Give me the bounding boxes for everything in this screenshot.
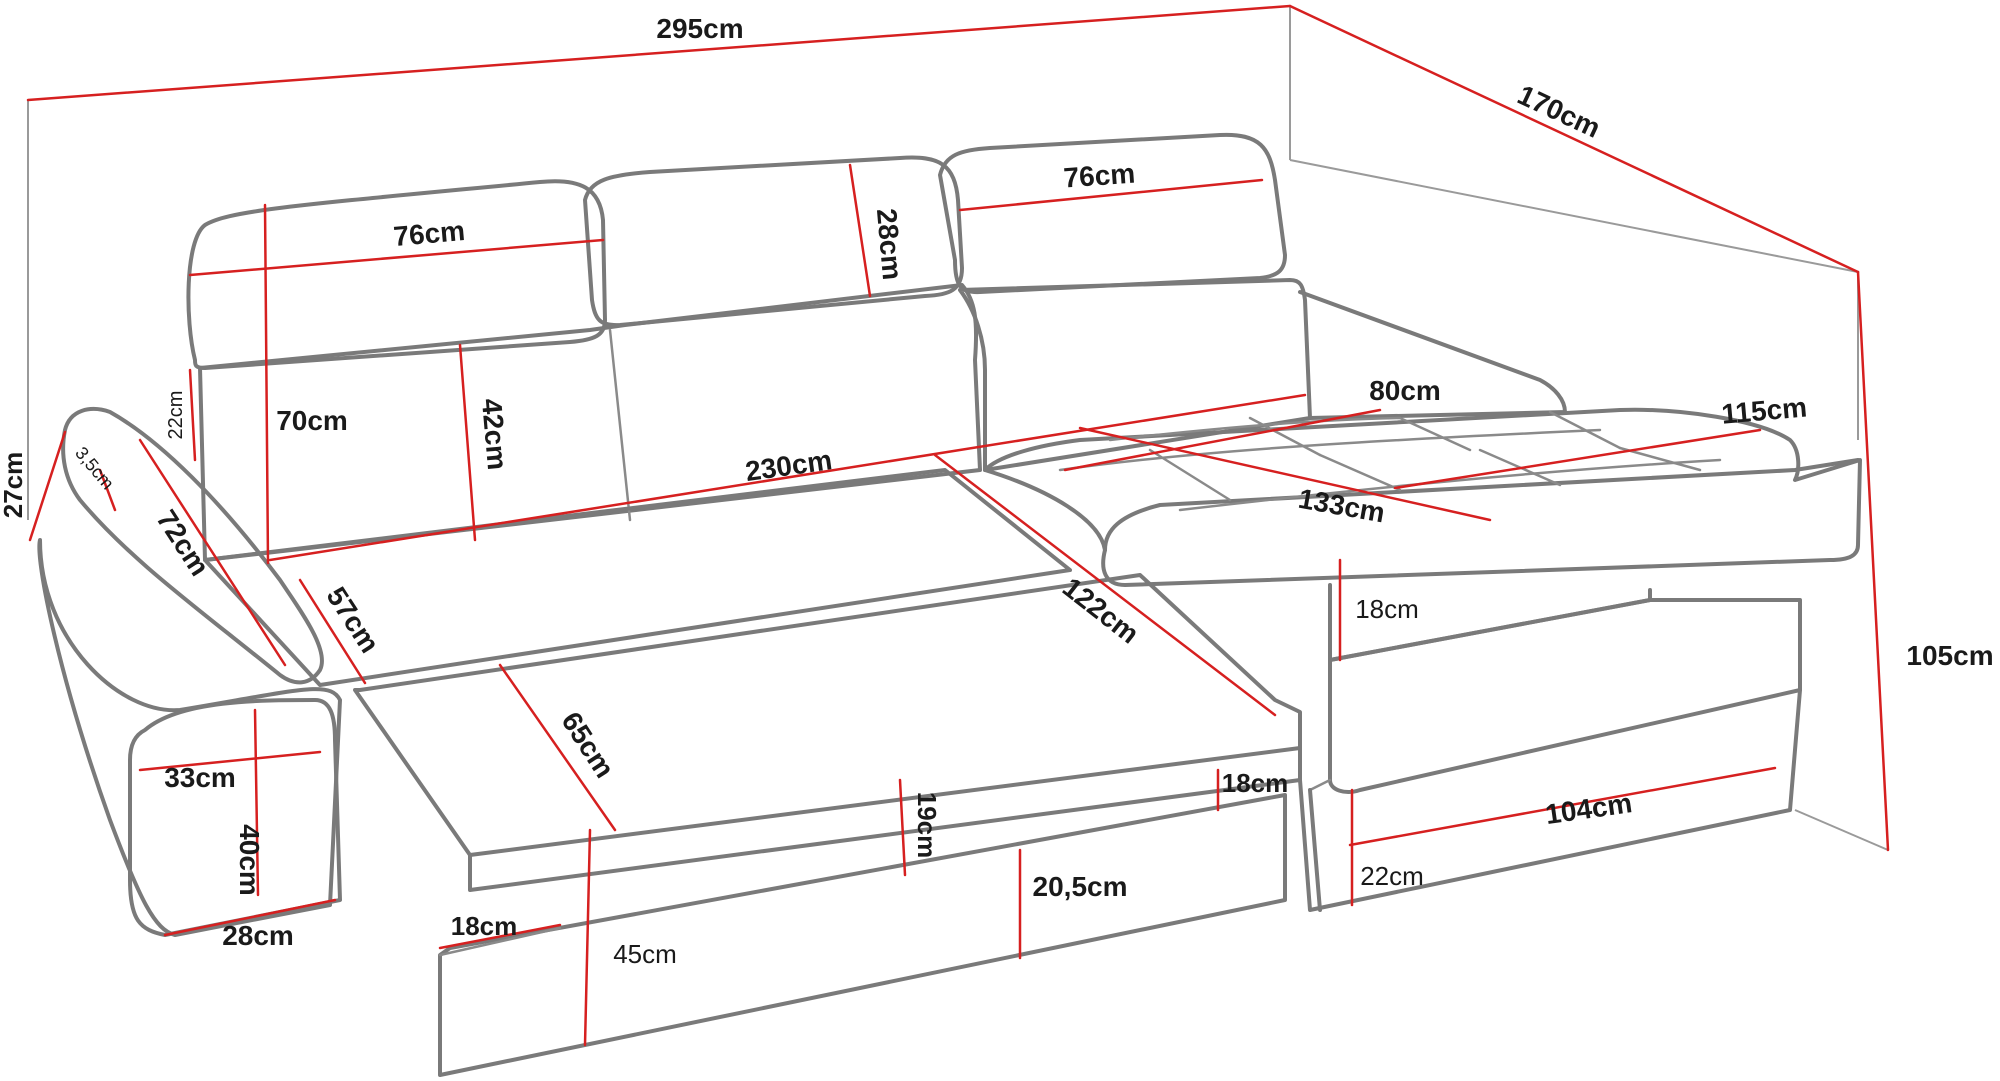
label-armrest-pad-thickness: 3,5cm: [71, 443, 118, 493]
label-drawer-height: 20,5cm: [1033, 871, 1128, 902]
label-seat-width: 230cm: [743, 444, 834, 487]
chaise-tufting: [1058, 410, 1722, 512]
label-drawer-depth: 45cm: [613, 939, 677, 969]
label-armrest-depth: 28cm: [222, 920, 294, 951]
label-headrest-width-right: 76cm: [1063, 158, 1137, 194]
pullout-front: [468, 746, 1302, 892]
chaise-seat: [983, 407, 1862, 587]
left-armrest-front: [128, 698, 342, 937]
label-chaise-width: 80cm: [1369, 375, 1441, 406]
label-headrest-width-left: 76cm: [392, 215, 466, 252]
label-headrest-height: 28cm: [871, 207, 908, 281]
label-chaise-base-height: 22cm: [1360, 861, 1424, 891]
left-headrest: [186, 179, 607, 370]
label-drawer-lower-height: 18cm: [451, 911, 518, 941]
chaise-base: [1328, 598, 1802, 794]
label-chaise-cushion-height: 18cm: [1355, 594, 1419, 624]
label-backrest-height: 70cm: [276, 405, 348, 436]
label-chaise-base-length: 104cm: [1543, 787, 1634, 830]
armrest-pad: [61, 407, 324, 685]
label-back-cushion-height: 42cm: [476, 397, 513, 471]
label-drawer-side-height: 18cm: [1222, 768, 1289, 798]
dimension-lines: [26, 4, 1890, 1047]
label-armrest-width: 33cm: [164, 762, 236, 793]
label-armrest-side-height: 27cm: [0, 452, 28, 519]
sofa-outline: [37, 132, 1862, 1077]
pullout-top: [353, 573, 1302, 857]
chaise-base-front: [1298, 688, 1802, 912]
drawer-front: [438, 793, 1287, 1077]
chaise-base-edge: [1308, 788, 1322, 912]
label-seat-depth: 57cm: [320, 581, 385, 658]
label-chaise-length: 115cm: [1720, 391, 1808, 429]
label-total-depth: 170cm: [1513, 79, 1605, 144]
label-total-height: 105cm: [1906, 640, 1993, 671]
middle-headrest: [583, 155, 964, 328]
dimension-labels: 295cm 170cm 105cm 27cm 76cm 28cm 76cm 70…: [0, 13, 1994, 969]
label-headrest-side-height: 22cm: [165, 391, 187, 440]
label-pullout-width: 65cm: [555, 706, 620, 783]
label-armrest-front-height: 40cm: [234, 824, 265, 896]
seat-deck: [203, 468, 1072, 687]
label-total-width: 295cm: [656, 13, 743, 44]
label-pullout-height: 19cm: [912, 792, 942, 859]
reference-lines: [27, 6, 1889, 851]
chaise-cushion-front: [1103, 458, 1860, 552]
